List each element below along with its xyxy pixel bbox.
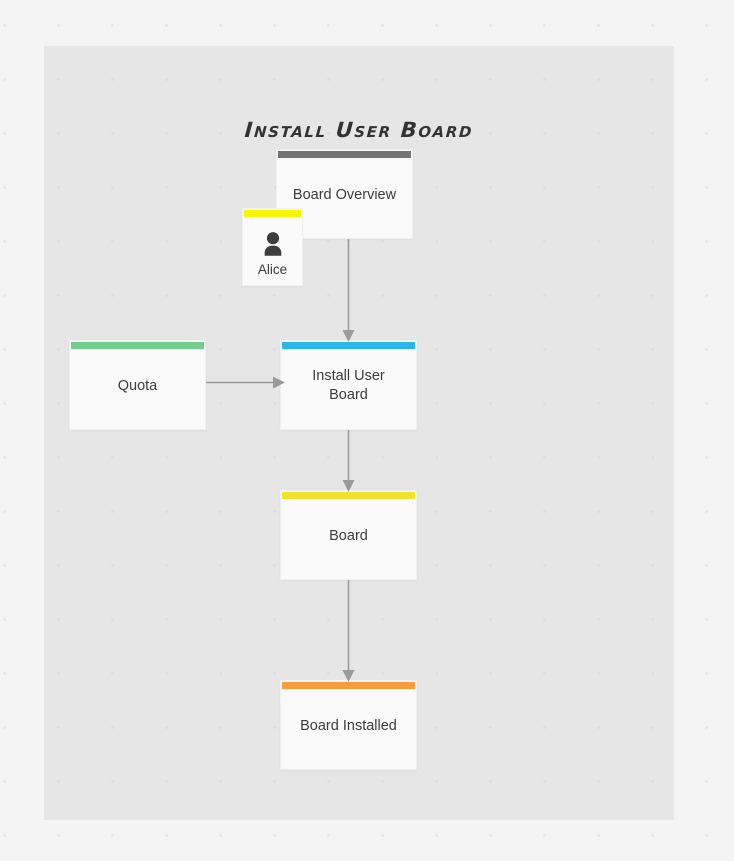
node-board-overview-label: Board Overview — [292, 186, 397, 203]
node-quota[interactable]: Quota — [69, 340, 206, 430]
node-install-user-board-color-bar — [282, 342, 415, 349]
node-install-user-board-label: Install User Board — [312, 368, 385, 403]
node-install-user-board[interactable]: Install User Board — [280, 340, 417, 430]
node-board-label: Board — [329, 527, 368, 544]
person-icon — [261, 231, 285, 257]
node-quota-color-bar — [71, 342, 204, 349]
node-board[interactable]: Board — [280, 490, 417, 580]
node-board-overview-color-bar — [278, 151, 411, 158]
edge-install-user-board-to-board — [342, 430, 355, 492]
node-board-color-bar — [282, 492, 415, 499]
node-board-installed-label: Board Installed — [300, 717, 397, 734]
node-alice[interactable]: Alice — [242, 208, 303, 286]
edge-quota-to-install-user-board — [206, 376, 285, 389]
edge-board-overview-to-install-user-board — [342, 239, 355, 342]
node-board-installed[interactable]: Board Installed — [280, 680, 417, 770]
edge-board-to-board-installed — [342, 580, 355, 682]
node-board-installed-color-bar — [282, 682, 415, 689]
diagram-canvas[interactable]: Install User Board Board Overview Alice … — [44, 46, 674, 820]
node-alice-label: Alice — [257, 262, 288, 277]
node-quota-label: Quota — [117, 377, 158, 394]
node-alice-color-bar — [244, 210, 301, 217]
